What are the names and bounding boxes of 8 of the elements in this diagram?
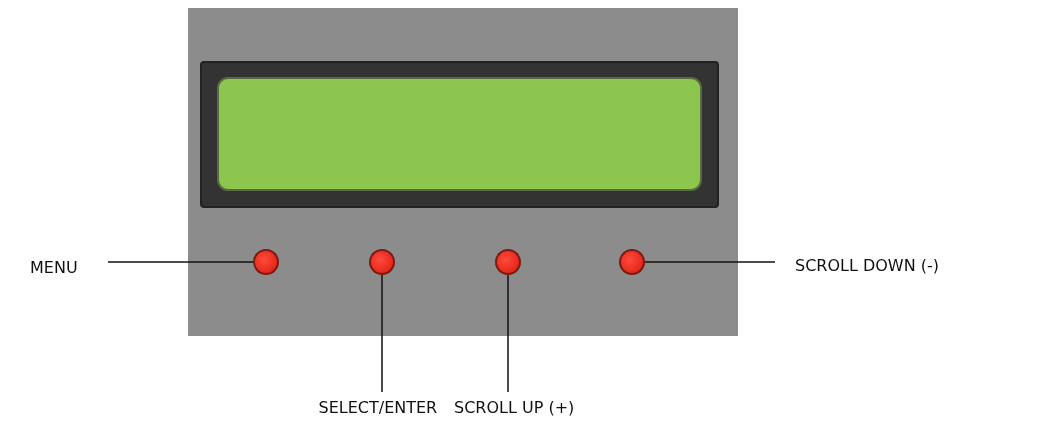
button-label: SCROLL UP (+): [454, 396, 575, 420]
button-label: MENU: [30, 256, 78, 280]
leader-line: [107, 261, 254, 263]
leader-line: [507, 274, 509, 393]
button-label: SCROLL DOWN (-): [795, 254, 939, 278]
leader-line: [381, 274, 383, 393]
leader-line: [644, 261, 776, 263]
button-label: SELECT/ENTER: [318, 396, 438, 420]
